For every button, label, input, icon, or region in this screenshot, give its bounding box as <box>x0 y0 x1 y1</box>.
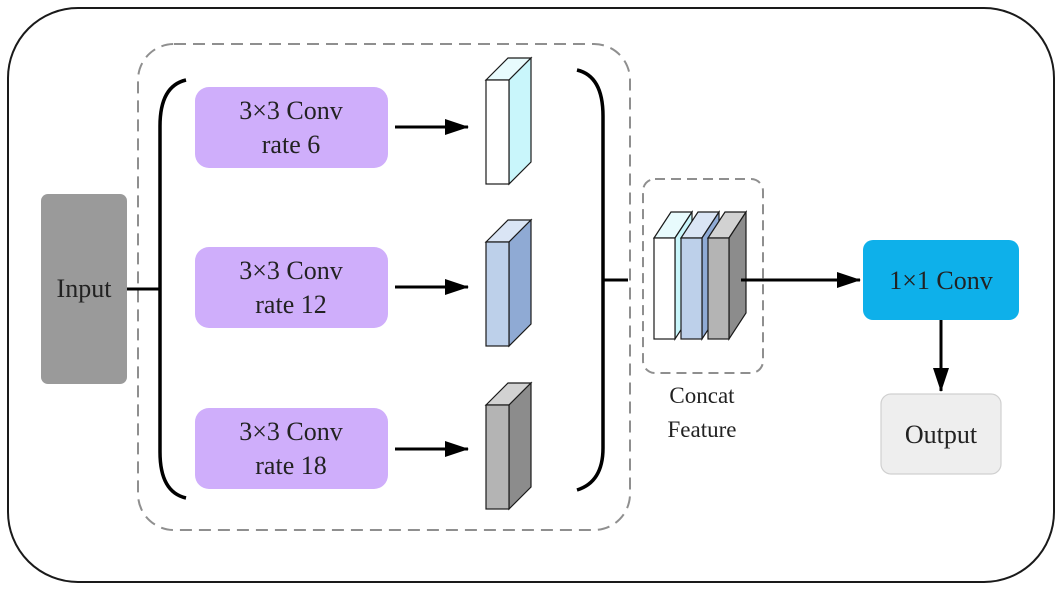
concat-label-line1: Concat <box>669 383 735 408</box>
branch-rate-12: 3×3 Conv rate 12 <box>195 218 533 348</box>
conv1x1-block: 1×1 Conv <box>863 240 1019 320</box>
branch-conv-label: 3×3 Conv <box>239 256 343 285</box>
concat-label-line2: Feature <box>668 417 737 442</box>
right-bracket <box>576 68 605 492</box>
left-bracket <box>158 78 187 500</box>
output-block: Output <box>880 393 1002 475</box>
branch-rate-label: rate 18 <box>255 451 326 480</box>
output-label: Output <box>905 420 978 449</box>
concat-slab-gray <box>706 209 748 342</box>
feature-map-cuboid <box>484 381 533 511</box>
branch-rate-label: rate 12 <box>255 290 326 319</box>
conv1x1-label: 1×1 Conv <box>889 266 993 295</box>
branch-rate-18: 3×3 Conv rate 18 <box>195 381 533 511</box>
input-block: Input <box>41 194 127 384</box>
feature-map-cuboid <box>484 218 533 348</box>
concat-feature-stack <box>652 209 748 342</box>
branches-dashed-container <box>137 43 631 531</box>
feature-map-cuboid <box>484 56 533 186</box>
input-label: Input <box>57 274 113 303</box>
branch-conv-label: 3×3 Conv <box>239 96 343 125</box>
branch-rate-label: rate 6 <box>262 130 320 159</box>
concat-dashed-container <box>642 178 764 374</box>
branch-conv-label: 3×3 Conv <box>239 417 343 446</box>
branch-rate-6: 3×3 Conv rate 6 <box>195 56 533 186</box>
